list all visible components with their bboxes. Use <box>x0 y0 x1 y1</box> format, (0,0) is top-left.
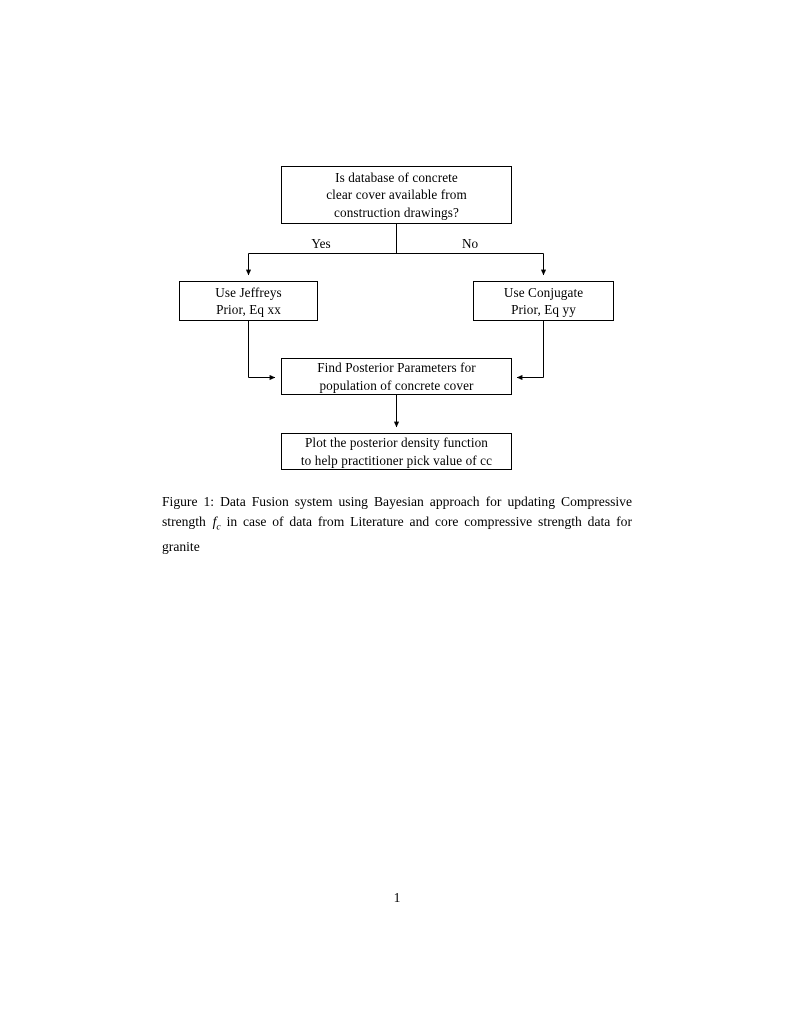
flowchart-connectors <box>245 224 547 428</box>
math-symbol-base: f <box>212 513 217 529</box>
figure-caption-label: Figure 1: <box>162 494 215 509</box>
figure-caption-text-before: Data Fusion system using Bayesian approa… <box>162 494 633 529</box>
flow-node-question-line-1: Is database of concrete <box>335 169 458 185</box>
figure-caption-math-symbol: fc <box>212 513 221 533</box>
flow-node-jeffreys-line-2: Prior, Eq xx <box>216 302 281 317</box>
flow-edge-label-yes: Yes <box>311 236 331 251</box>
flow-node-question-line-3: construction drawings? <box>334 204 459 220</box>
flow-node-posterior-line-1: Find Posterior Parameters for <box>317 360 476 375</box>
page-number: 1 <box>393 890 401 905</box>
flow-node-plot-line-2: to help practitioner pick value of cc <box>300 452 493 468</box>
flow-node-plot-line-1: Plot the posterior density function <box>305 435 488 450</box>
figure-caption-text-after: in case of data from Literature and core… <box>162 513 632 554</box>
flow-node-conjugate-line-2: Prior, Eq yy <box>511 302 576 317</box>
flow-node-posterior-line-2: population of concrete cover <box>319 377 474 393</box>
flow-node-conjugate-prior: Use Conjugate Prior, Eq yy <box>473 281 614 321</box>
flow-node-question: Is database of concrete clear cover avai… <box>281 166 512 224</box>
flow-node-jeffreys-line-1: Use Jeffreys <box>215 284 282 300</box>
flow-node-jeffreys-prior: Use Jeffreys Prior, Eq xx <box>179 281 318 321</box>
flow-node-plot-density: Plot the posterior density function to h… <box>281 433 512 470</box>
figure-flowchart: Is database of concrete clear cover avai… <box>0 0 794 490</box>
flow-node-conjugate-line-1: Use Conjugate <box>503 284 584 300</box>
flow-node-question-line-2: clear cover available from <box>326 187 467 203</box>
flow-node-posterior-parameters: Find Posterior Parameters for population… <box>281 358 512 395</box>
math-symbol-subscript: c <box>216 521 221 533</box>
flow-edge-label-no: No <box>461 236 479 251</box>
figure-caption: Figure 1: Data Fusion system using Bayes… <box>162 492 632 557</box>
